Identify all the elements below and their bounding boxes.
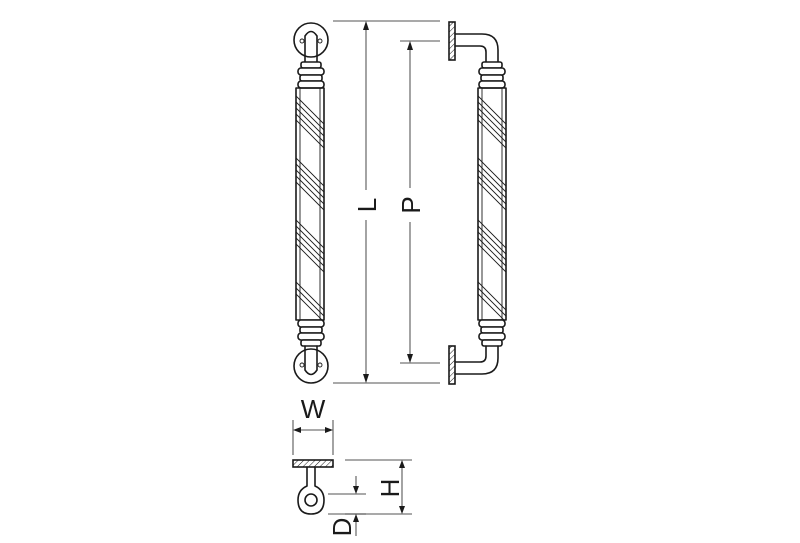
front-view	[293, 22, 329, 384]
end-view	[292, 459, 334, 515]
label-H: H	[375, 479, 405, 498]
top-screw-right	[317, 38, 323, 44]
dimension-H: H	[345, 459, 412, 515]
end-post-outline	[297, 466, 325, 515]
bottom-rosette	[293, 348, 329, 384]
side-top-collar	[478, 61, 506, 89]
bottom-screw-right	[317, 362, 323, 368]
end-mount-plate	[292, 459, 334, 468]
label-P: P	[396, 196, 426, 213]
dimension-L: L	[333, 20, 440, 384]
label-L: L	[352, 198, 382, 212]
top-rosette	[293, 22, 329, 58]
top-arm-outer	[454, 33, 499, 63]
label-D: D	[327, 518, 357, 537]
side-bottom-collar	[478, 319, 506, 347]
bottom-arm-inner	[454, 345, 487, 363]
top-arm-inner	[454, 45, 487, 63]
bottom-arm-outer	[454, 345, 499, 375]
bottom-screw-left	[299, 362, 305, 368]
side-view	[448, 21, 507, 385]
bottom-collar	[297, 319, 325, 347]
dimension-P: P	[396, 40, 440, 364]
side-twist-grooves	[478, 95, 506, 320]
top-collar	[297, 61, 325, 89]
bottom-neck	[304, 345, 318, 376]
top-neck	[304, 30, 318, 63]
dimension-W: W	[292, 394, 334, 455]
end-bar-section	[304, 493, 318, 507]
front-twist-grooves	[296, 95, 324, 320]
top-mount-plate	[448, 21, 456, 61]
top-screw-left	[299, 38, 305, 44]
dimension-D: D	[327, 476, 366, 536]
label-W: W	[301, 394, 326, 424]
bottom-mount-plate	[448, 345, 456, 385]
